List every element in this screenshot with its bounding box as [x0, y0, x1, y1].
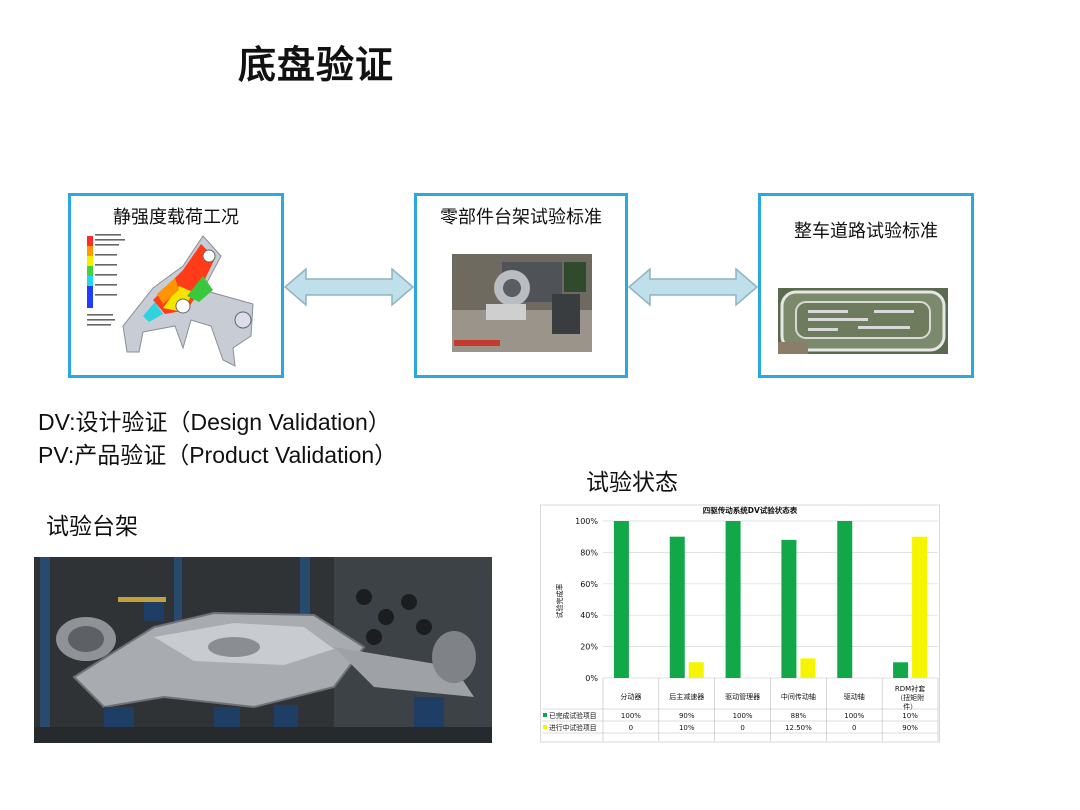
data-label: 100%: [621, 712, 641, 720]
pv-definition: PV:产品验证（Product Validation）: [38, 442, 398, 468]
fea-stress-image: [87, 234, 254, 367]
test-rig-photo: [34, 557, 492, 743]
bar-in-progress: [912, 536, 928, 678]
legend-label: 进行中试验项目: [549, 723, 597, 732]
dv-definition: DV:设计验证（Design Validation）: [38, 409, 391, 435]
x-tick-label: 件）: [903, 702, 917, 711]
data-label: 10%: [679, 724, 695, 732]
x-tick-label: 驱动管理器: [725, 692, 760, 701]
component-rig-label: 零部件台架试验标准: [440, 207, 602, 228]
x-tick-label: 驱动轴: [844, 692, 865, 701]
y-tick-label: 0%: [585, 674, 598, 683]
bar-completed: [613, 521, 629, 678]
legend-swatch: [543, 713, 547, 717]
data-label: 10%: [902, 712, 918, 720]
bar-in-progress: [688, 662, 704, 678]
data-label: 90%: [902, 724, 918, 732]
test-rig-heading: 试验台架: [46, 514, 138, 540]
y-tick-label: 80%: [580, 548, 598, 557]
x-tick-label: 分动器: [620, 692, 641, 701]
static-strength-box: 静强度载荷工况: [68, 193, 284, 378]
double-arrow-icon: [627, 267, 759, 307]
test-status-heading: 试验状态: [586, 470, 678, 496]
y-axis-label: 试验完成率: [555, 584, 564, 619]
static-strength-label: 静强度载荷工况: [113, 207, 239, 228]
bar-completed: [837, 521, 853, 678]
data-label: 0: [852, 724, 856, 732]
vehicle-road-box: 整车道路试验标准: [758, 193, 974, 378]
bar-completed: [893, 662, 909, 678]
x-tick-label: 后主减速器: [669, 692, 704, 701]
data-label: 0: [629, 724, 633, 732]
x-tick-label: RDM衬套: [895, 684, 925, 693]
y-tick-label: 20%: [580, 643, 598, 652]
chart-frame: [540, 504, 940, 743]
x-tick-label: （扭矩附: [896, 693, 924, 702]
legend-label: 已完成试验项目: [549, 711, 597, 720]
y-tick-label: 100%: [575, 517, 598, 526]
bar-in-progress: [800, 658, 816, 678]
x-tick-label: 中间传动轴: [781, 692, 816, 701]
data-label: 90%: [679, 712, 695, 720]
data-label: 88%: [791, 712, 807, 720]
bar-completed: [725, 521, 741, 678]
legend-swatch: [543, 725, 547, 729]
data-label: 12.50%: [785, 724, 812, 732]
bar-completed: [781, 539, 797, 678]
y-tick-label: 40%: [580, 611, 598, 620]
vehicle-road-label: 整车道路试验标准: [794, 221, 938, 242]
double-arrow-icon: [283, 267, 415, 307]
data-label: 100%: [733, 712, 753, 720]
proving-ground-image: [778, 288, 948, 354]
dv-status-chart: 四驱传动系统DV试验状态表 试验完成率 0% 20% 40% 60% 80% 100% 分…: [540, 504, 940, 743]
chart-title: 四驱传动系统DV试验状态表: [703, 505, 798, 515]
y-tick-label: 60%: [580, 580, 598, 589]
data-label: 0: [740, 724, 744, 732]
bar-completed: [669, 536, 685, 678]
rig-test-image: [452, 254, 592, 352]
component-rig-box: 零部件台架试验标准: [414, 193, 628, 378]
page-title: 底盘验证: [238, 43, 395, 87]
data-label: 100%: [844, 712, 864, 720]
